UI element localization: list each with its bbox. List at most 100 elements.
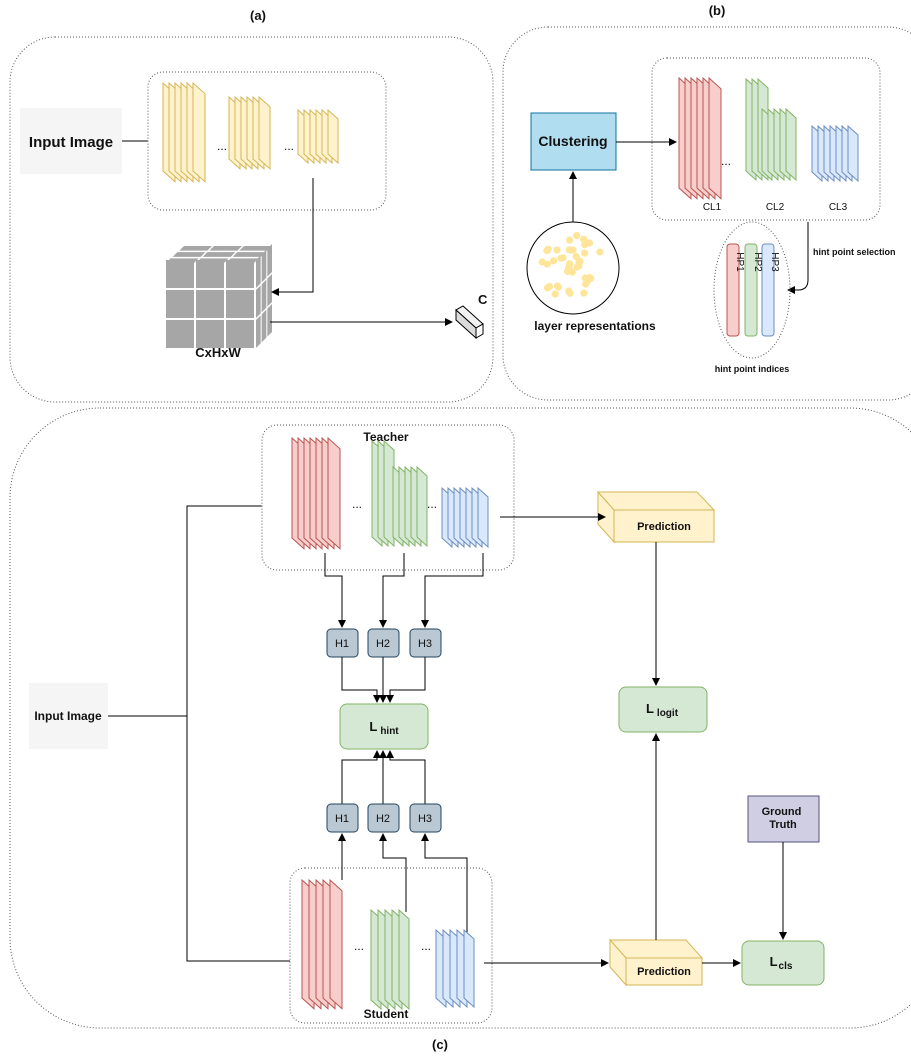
representation-dot (566, 236, 574, 244)
representation-dot (580, 235, 588, 243)
cube-top-cell (202, 252, 236, 257)
cube-side-cell (267, 274, 272, 307)
teacher-hint-1: H1 (335, 638, 349, 650)
student-hint-3: H3 (418, 813, 432, 825)
teacher-hint-2: H2 (376, 638, 390, 650)
student-prediction-label: Prediction (637, 966, 691, 978)
cluster-label-1: CL1 (703, 202, 722, 213)
ground-truth-label: Ground Truth (762, 806, 805, 831)
cube-front-cell (226, 320, 254, 348)
teacher-stack-2b (392, 465, 428, 548)
representation-dot (550, 257, 558, 265)
l-logit-sub: logit (657, 708, 679, 719)
cube-front-cell (196, 290, 224, 318)
ground-truth-line-2: Truth (769, 819, 797, 831)
dots-student-1: ... (354, 939, 364, 953)
student-hint-1: H1 (335, 813, 349, 825)
teacher-prediction-box (596, 490, 716, 544)
representation-dot (583, 277, 591, 285)
arrow-hint-selection (787, 222, 809, 294)
representation-dot (543, 284, 552, 292)
representation-dot (553, 246, 561, 254)
feature-stack-a-2 (228, 95, 271, 171)
cluster-group-b (651, 57, 881, 221)
cluster-label-3: CL3 (829, 202, 848, 213)
l-cls-label: Lcls (770, 954, 793, 972)
teacher-hint-boxes (326, 628, 442, 658)
hint-point-3: HP3 (769, 252, 780, 272)
representation-dot (557, 254, 565, 262)
student-group (289, 867, 493, 1024)
cluster-stack-3 (811, 124, 859, 183)
panel-b-caption: (b) (709, 3, 726, 18)
cube-front-cell (166, 290, 194, 318)
representation-dot (566, 289, 574, 297)
clustering-box (530, 112, 617, 171)
representation-dot (581, 249, 589, 257)
teacher-group (261, 424, 515, 571)
cube-side-cell (256, 315, 261, 348)
layer-representations-label: layer representations (534, 319, 656, 333)
teacher-to-hint-arrows (324, 553, 484, 628)
representation-dots (538, 232, 604, 298)
panel-c-caption: (c) (432, 1037, 448, 1052)
hint-point-2: HP2 (752, 252, 763, 272)
cube-side-cell (261, 279, 267, 313)
feature-stacks-a (162, 81, 339, 183)
ground-truth-line-1: Ground (762, 806, 802, 818)
dots-teacher-1: ... (352, 497, 362, 511)
student-prediction-box (608, 938, 704, 987)
representation-dot (573, 232, 581, 240)
representation-dot (551, 290, 559, 298)
l-logit-main: L (646, 701, 654, 716)
student-hint-2: H2 (376, 813, 390, 825)
teacher-stacks (291, 436, 489, 550)
dots-student-2: ... (421, 939, 431, 953)
cube-front-cell (196, 320, 224, 348)
cube-side-cell (261, 249, 267, 283)
representation-dot (572, 252, 580, 261)
dots-a-2: ... (284, 139, 294, 153)
hint-to-lhint-arrows (341, 657, 426, 804)
representation-dot (538, 258, 546, 266)
panel-a-caption: (a) (250, 8, 266, 23)
teacher-hint-3: H3 (418, 638, 432, 650)
input-connections-c (108, 505, 290, 962)
l-cls-main: L (770, 954, 778, 969)
representation-dot (596, 248, 604, 256)
dots-a-1: ... (217, 139, 227, 153)
representation-dot (567, 246, 575, 254)
hint-point-bars (726, 243, 775, 337)
cube-top-cell (226, 258, 259, 263)
hint-selection-label: hint point selection (813, 247, 896, 257)
l-hint-main: L (369, 719, 377, 734)
student-stack-2 (370, 908, 410, 1011)
input-image-box-c (29, 683, 108, 749)
input-image-label-a: Input Image (29, 134, 113, 151)
cube-top-cell (232, 252, 266, 257)
student-to-hint-arrows (338, 833, 468, 935)
cube-side-cell (267, 244, 272, 277)
cube-side-cell (261, 309, 267, 343)
cluster-label-2: CL2 (766, 202, 785, 213)
student-stack-3 (435, 928, 475, 1009)
cube-top-cell (172, 252, 206, 257)
dots-teacher-2: ... (427, 497, 437, 511)
feature-stack-a-1 (162, 81, 206, 183)
representation-dot (580, 289, 588, 297)
cube-top-cell (196, 258, 229, 263)
panel-c-frame (9, 407, 911, 1029)
feature-stack-a-3 (297, 108, 339, 165)
cube-side-cell (267, 304, 272, 337)
hint-indices-ellipse (713, 221, 791, 359)
hint-indices-label: hint point indices (715, 364, 790, 374)
l-hint-sub: hint (380, 726, 399, 737)
teacher-stack-3 (441, 486, 489, 549)
cube-side-cell (256, 285, 261, 318)
cube-front-cell (166, 320, 194, 348)
representation-dot (566, 260, 574, 268)
feature-cube (166, 244, 272, 348)
student-hint-boxes (326, 803, 442, 833)
l-cls-sub: cls (779, 961, 793, 972)
